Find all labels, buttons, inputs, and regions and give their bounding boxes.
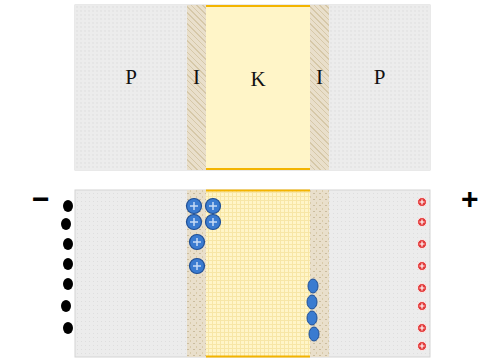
k-region bbox=[206, 190, 310, 357]
positive-ions bbox=[187, 199, 221, 274]
p-region: P bbox=[329, 5, 430, 170]
region-letter: P bbox=[125, 67, 137, 88]
i-region: I bbox=[310, 5, 329, 170]
i-region bbox=[187, 190, 206, 357]
electron-dots bbox=[61, 200, 73, 334]
plus-sign: + bbox=[461, 184, 479, 214]
k-region: K bbox=[206, 5, 310, 170]
i-region bbox=[310, 190, 329, 357]
k-edge bbox=[206, 356, 310, 358]
region-letter: I bbox=[193, 67, 200, 88]
top-panel bbox=[75, 5, 430, 170]
hole-dots bbox=[418, 198, 427, 351]
k-edge bbox=[206, 190, 310, 192]
i-region: I bbox=[187, 5, 206, 170]
panel-ground bbox=[75, 5, 430, 170]
p-region: P bbox=[75, 5, 187, 170]
polarity-sign: − bbox=[32, 182, 50, 215]
polarity-sign: + bbox=[461, 182, 479, 215]
region-letter: K bbox=[250, 69, 265, 90]
region-letter: I bbox=[316, 67, 323, 88]
bottom-panel bbox=[61, 190, 430, 357]
p-region bbox=[75, 190, 430, 357]
negative-ions bbox=[307, 279, 319, 341]
region-letter: P bbox=[374, 67, 386, 88]
minus-sign: − bbox=[32, 184, 50, 214]
